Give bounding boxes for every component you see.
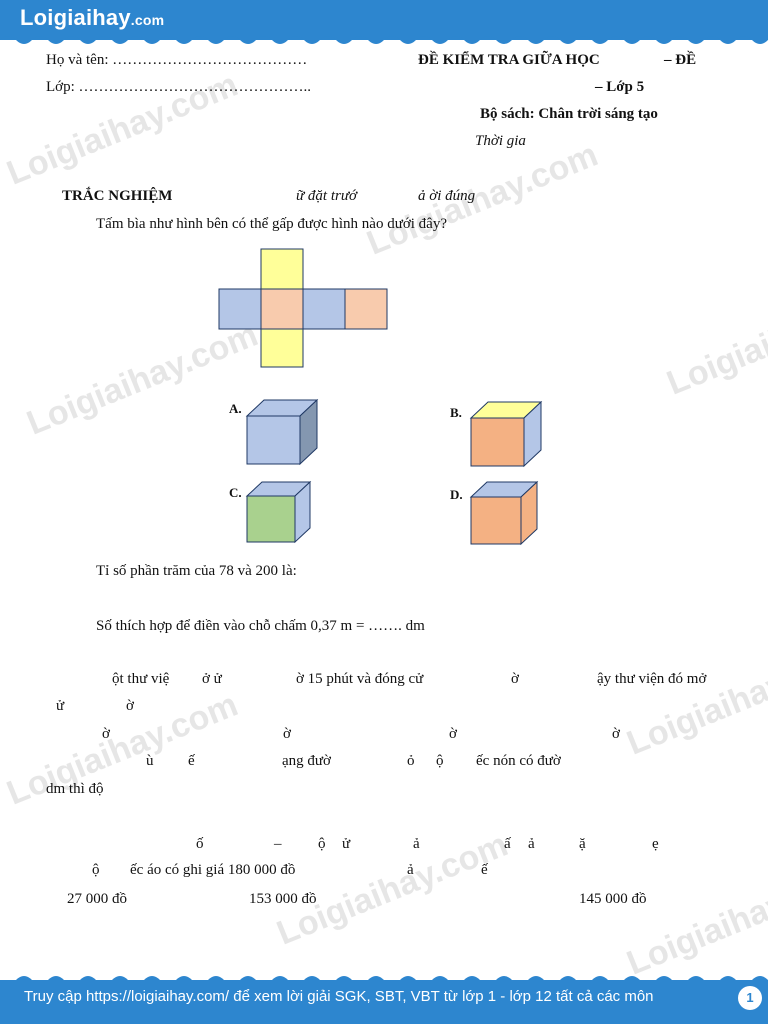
question-5-fragment: ếc áo có ghi giá 180 000 đồ [130, 862, 296, 878]
site-header [0, 0, 768, 40]
watermark: Loigiaihay.com [271, 825, 513, 953]
question-5-answer: 27 000 đồ [67, 891, 127, 907]
exam-title: ĐỀ KIỂM TRA GIỮA HỌC [418, 52, 600, 68]
question-4-fragment: ạng đườ [282, 753, 331, 769]
question-4-fragment: ờ [283, 726, 291, 742]
question-5-fragment: ử [342, 836, 351, 852]
footer-link-text[interactable]: Truy cập https://loigiaihay.com/ để xem … [24, 988, 654, 1005]
time-label: Thời gia [475, 133, 526, 149]
question-4-fragment: dm thì độ [46, 781, 104, 797]
grade-label: – Lớp 5 [595, 79, 645, 95]
question-3-text: Số thích hợp để điền vào chỗ chấm 0,37 m… [96, 618, 425, 634]
question-4-fragment: ế [188, 753, 195, 769]
question-2-text: Tỉ số phần trăm của 78 và 200 là: [96, 563, 297, 579]
cube-net-figure [218, 248, 388, 368]
cube-option-c[interactable] [244, 480, 314, 544]
site-footer [0, 980, 768, 1024]
question-1-text: Tấm bìa như hình bên có thể gấp được hìn… [96, 216, 447, 232]
section-title: TRẮC NGHIỆM [62, 188, 173, 204]
question-5-fragment: ấ [504, 836, 511, 852]
name-field-label: Họ và tên: ………………………………… [46, 52, 308, 68]
watermark: Loigiaihay.com [621, 855, 768, 983]
question-5-fragment: ẹ [652, 836, 659, 852]
question-4-fragment: ù [146, 753, 154, 769]
question-5-fragment: ặ [579, 836, 586, 852]
watermark: Loigiaihay.com [1, 685, 243, 813]
question-5-fragment: ộ [92, 862, 100, 878]
question-4-fragment: ờ [126, 698, 134, 714]
watermark: Loigiaihay.com [621, 635, 768, 763]
question-5-answer: 145 000 đồ [579, 891, 647, 907]
option-c-label[interactable]: C. [229, 485, 242, 500]
question-4-fragment: ử [56, 698, 65, 714]
question-4-fragment: ộ [436, 753, 444, 769]
question-4-fragment: ờ [511, 671, 519, 687]
class-field-label: Lớp: ……………………………………….. [46, 79, 312, 95]
cube-option-b[interactable] [468, 400, 544, 468]
option-d-label[interactable]: D. [450, 487, 463, 502]
question-5-fragment: ả [407, 862, 414, 878]
header-wave [0, 34, 768, 44]
exam-title-end: – ĐỀ [664, 52, 697, 68]
watermark: Loigiaihay.com [661, 275, 768, 403]
site-logo[interactable]: Loigiaihay.com [20, 5, 165, 30]
question-4-fragment: ờ [449, 726, 457, 742]
question-5-fragment: – [274, 836, 282, 852]
question-4-fragment: ờ [612, 726, 620, 742]
question-4-fragment: ờ 15 phút và đóng cử [296, 671, 424, 687]
question-4-fragment: ỏ [407, 753, 415, 769]
question-4-fragment: ờ [102, 726, 110, 742]
page-number: 1 [738, 986, 762, 1010]
cube-option-d[interactable] [468, 480, 540, 546]
option-a-label[interactable]: A. [229, 401, 242, 416]
question-4-fragment: ột thư việ [112, 671, 170, 687]
cube-option-a[interactable] [244, 398, 320, 466]
section-instruction-part: ả ời đúng [418, 188, 476, 204]
watermark: Loigiaihay.com [361, 135, 603, 263]
question-5-fragment: ố [196, 836, 204, 852]
question-5-fragment: ộ [318, 836, 326, 852]
section-instruction-part: ữ đặt trướ [296, 188, 358, 204]
option-b-label[interactable]: B. [450, 405, 462, 420]
book-label: Bộ sách: Chân trời sáng tạo [480, 106, 658, 122]
question-4-fragment: ậy thư viện đó mở [597, 671, 707, 687]
question-5-fragment: ả [413, 836, 420, 852]
question-5-fragment: ế [481, 862, 488, 878]
question-4-fragment: ếc nón có đườ [476, 753, 561, 769]
question-5-answer: 153 000 đồ [249, 891, 317, 907]
question-4-fragment: ở ử [202, 671, 222, 687]
question-5-fragment: ả [528, 836, 535, 852]
